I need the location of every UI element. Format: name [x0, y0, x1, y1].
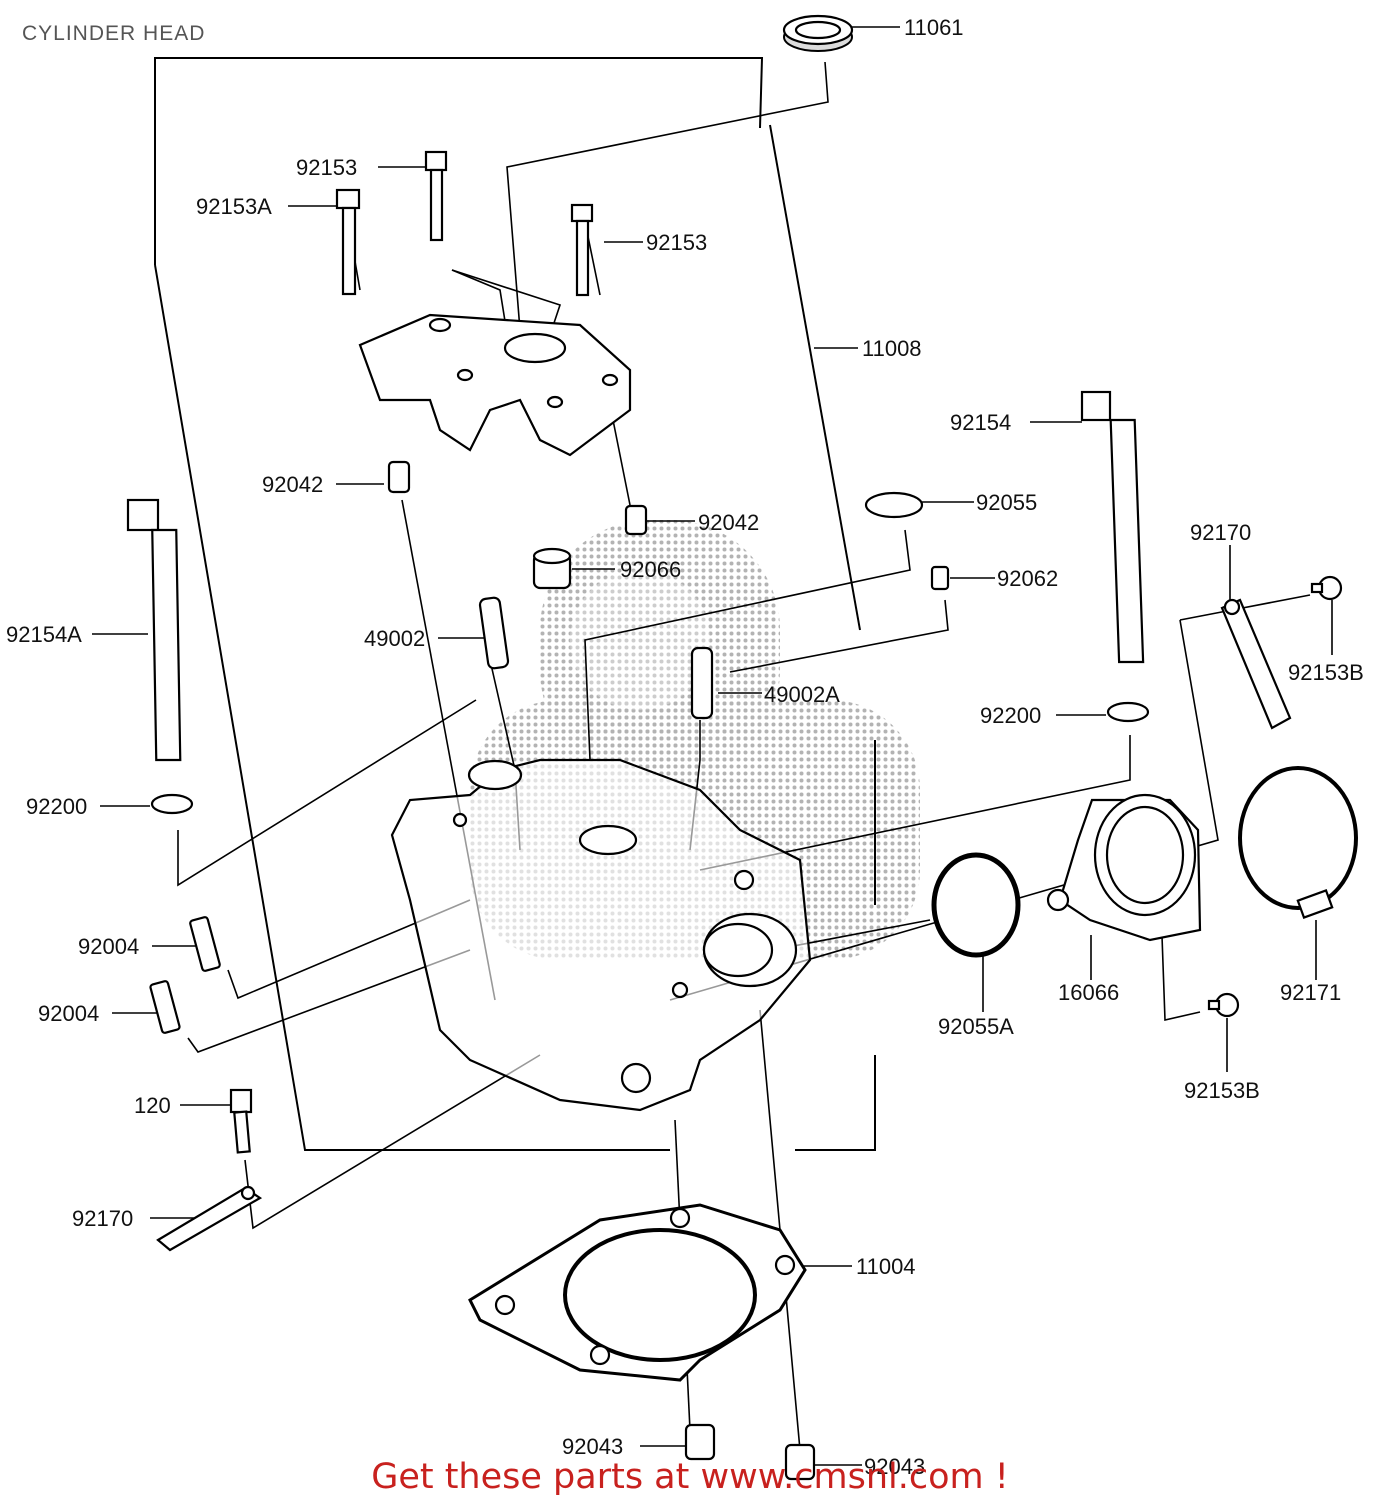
oring-92055A: [931, 852, 1021, 958]
gasket-11004: [468, 1203, 807, 1382]
bracket-92170-right: [1220, 598, 1292, 730]
clamp-92171: [1238, 766, 1358, 919]
label-92153-top: 92153: [296, 155, 357, 180]
washer-92200-left: [150, 793, 194, 815]
label-92042-left: 92042: [262, 472, 323, 497]
plug-92066: [532, 547, 572, 590]
label-92043-left: 92043: [562, 1434, 623, 1459]
plug-92062: [930, 565, 950, 591]
label-92055A: 92055A: [938, 1014, 1014, 1039]
dowel-92042-left: [387, 460, 411, 494]
footer-link-text[interactable]: Get these parts at www.cmsnl.com !: [371, 1457, 1009, 1497]
label-92154: 92154: [950, 410, 1011, 435]
label-92170-left: 92170: [72, 1206, 133, 1231]
label-92200-left: 92200: [26, 794, 87, 819]
cylinder-head-frame: [154, 57, 876, 1151]
label-92004-a: 92004: [78, 934, 139, 959]
label-92200-right: 92200: [980, 703, 1041, 728]
stud-92004-a: [189, 916, 221, 972]
label-92004-b: 92004: [38, 1001, 99, 1026]
dowel-92043-right: [784, 1443, 816, 1481]
label-92153-right: 92153: [646, 230, 707, 255]
holder-16066: [1046, 793, 1202, 942]
washer-92200-right: [1106, 701, 1150, 723]
label-11008: 11008: [862, 336, 922, 361]
label-92043-right: 92043: [864, 1454, 925, 1479]
label-11004: 11004: [856, 1254, 916, 1279]
label-120: 120: [134, 1093, 171, 1118]
bolt-92153-top: [424, 150, 448, 242]
label-11061: 11061: [904, 15, 964, 40]
screw-92153B-bottom: [1207, 992, 1240, 1018]
screw-120: [229, 1088, 253, 1154]
cylinder-head-body: [390, 758, 812, 1112]
label-92062: 92062: [997, 566, 1058, 591]
label-92153B-top: 92153B: [1288, 660, 1364, 685]
bracket-92170-left: [156, 1185, 263, 1252]
label-92171: 92171: [1280, 980, 1341, 1005]
label-16066: 16066: [1058, 980, 1119, 1005]
diagram-title: CYLINDER HEAD: [22, 22, 205, 45]
label-49002: 49002: [364, 626, 425, 651]
screw-92153B-top: [1310, 575, 1343, 601]
dowel-92043-left: [684, 1423, 716, 1461]
bolt-92154: [1080, 390, 1145, 664]
dowel-92042-mid: [624, 504, 648, 536]
label-92153A: 92153A: [196, 194, 272, 219]
camshaft-holder: [358, 313, 632, 457]
label-92170-right: 92170: [1190, 520, 1251, 545]
label-49002A: 49002A: [764, 682, 840, 707]
label-92055: 92055: [976, 490, 1037, 515]
label-92153B-bottom: 92153B: [1184, 1078, 1260, 1103]
part-labels: 11061 92153 92153A 92153 11008 92154 920…: [6, 15, 1364, 1479]
guide-49002: [478, 596, 510, 670]
bolt-92153-right: [570, 203, 594, 297]
label-92066: 92066: [620, 557, 681, 582]
parts: [126, 14, 1358, 1481]
stud-92004-b: [149, 980, 181, 1034]
bolt-92154A: [126, 498, 182, 762]
bolt-92153A: [335, 188, 361, 296]
oring-92055: [864, 491, 924, 519]
seal-11061: [782, 14, 854, 52]
guide-49002A: [690, 646, 714, 720]
label-92154A: 92154A: [6, 622, 82, 647]
label-92042-mid: 92042: [698, 510, 759, 535]
